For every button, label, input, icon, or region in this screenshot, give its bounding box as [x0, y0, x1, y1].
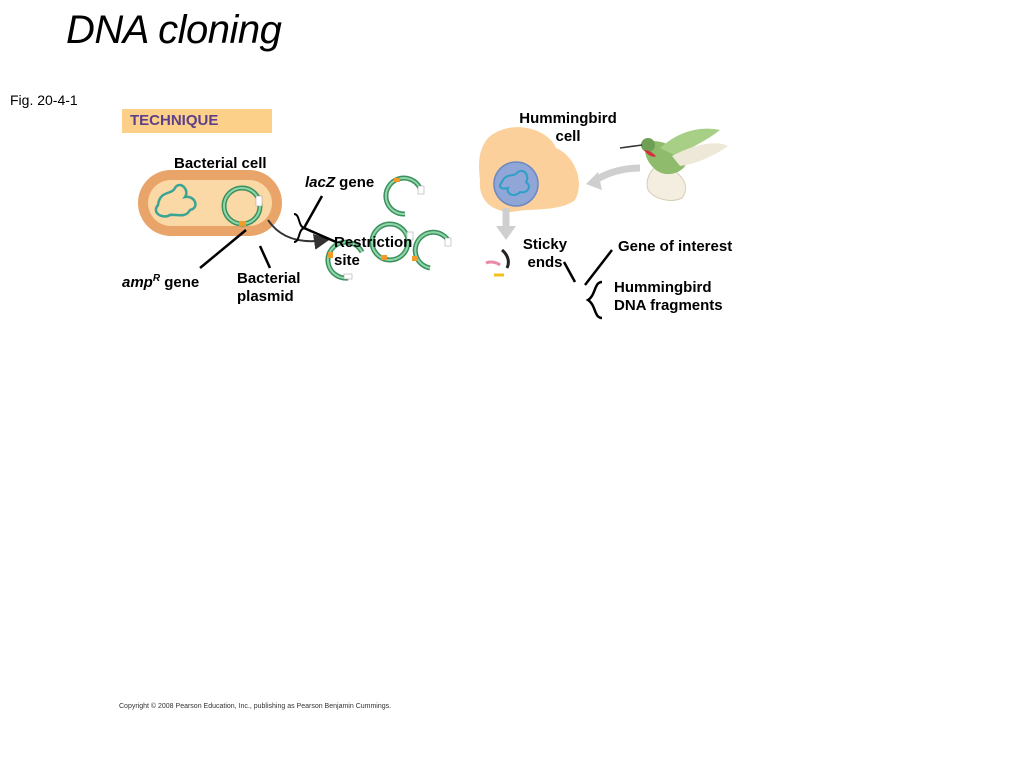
bacterial-cell	[138, 170, 282, 236]
restriction-site-mark	[239, 221, 246, 226]
plasmid-3-site	[412, 256, 418, 261]
ampr-leader-line	[199, 229, 247, 269]
plasmid-3-hl	[414, 231, 449, 269]
plasmid-2-lacz	[406, 231, 414, 241]
plasmid-4-site	[328, 252, 333, 258]
plasmid-brace	[293, 213, 308, 243]
technique-banner: TECHNIQUE	[122, 109, 272, 133]
bird-body	[645, 141, 688, 175]
label-restriction-site: Restriction site	[334, 234, 412, 270]
lacz-segment	[255, 195, 263, 207]
plasmid-4-hl	[326, 241, 363, 280]
bacterial-chromosome	[154, 183, 197, 218]
plasmid-1-site	[394, 178, 400, 182]
lacz-leader-line	[302, 195, 324, 229]
label-bacterial-cell: Bacterial cell	[174, 155, 267, 172]
technique-label: TECHNIQUE	[130, 112, 219, 129]
cell-nucleus	[493, 161, 539, 207]
label-sticky-ends: Sticky ends	[516, 236, 574, 272]
label-ampr-sup: R	[152, 273, 161, 284]
plasmid-leader-line	[258, 245, 272, 269]
plasmid-1-lacz	[417, 185, 425, 195]
bird-wing-top	[660, 128, 720, 156]
fragment-pink	[485, 260, 501, 267]
label-ampr-gene: ampR gene	[122, 270, 199, 292]
plasmid-1-hl	[384, 177, 421, 216]
label-bacterial-plasmid: Bacterial plasmid	[237, 270, 300, 306]
bird-to-cell-arrow-shaft	[594, 164, 641, 183]
label-restriction-line2: site	[334, 252, 360, 269]
plasmid-2-hl	[371, 223, 409, 261]
isolate-plasmid-arrow	[267, 219, 330, 250]
figure-label: Fig. 20-4-1	[10, 92, 78, 108]
cell-to-fragments-arrow-head	[496, 226, 516, 240]
fragment-gene-of-interest	[500, 248, 510, 269]
gene-of-interest-leader-line	[584, 249, 613, 286]
label-lacz-gene: lacZ gene	[305, 174, 374, 192]
bird-tail	[646, 164, 687, 201]
isolated-plasmids	[325, 175, 452, 281]
restriction-leader-line	[303, 226, 337, 244]
label-restriction-line1: Restriction	[334, 234, 413, 251]
label-plasmid-line1: Bacterial	[237, 270, 301, 287]
copyright-notice: Copyright © 2008 Pearson Education, Inc.…	[119, 703, 392, 710]
sticky-ends-leader-line	[562, 261, 577, 283]
label-gene-of-interest: Gene of interest	[618, 238, 733, 255]
nuclear-dna	[499, 170, 530, 196]
label-fragments-line2: DNA fragments	[614, 297, 723, 314]
label-dna-fragments: Hummingbird DNA fragments	[614, 279, 723, 315]
label-plasmid-line2: plasmid	[237, 288, 294, 305]
bird-to-cell-arrow-head	[586, 172, 602, 190]
bird-head	[641, 138, 655, 152]
label-ampr-rest: gene	[160, 274, 200, 291]
fragments-brace	[585, 280, 603, 320]
label-sticky-line2: ends	[527, 254, 563, 271]
dna-fragments	[485, 248, 510, 277]
bird-beak	[619, 144, 643, 149]
plasmid-2-site	[381, 255, 387, 260]
label-sticky-line1: Sticky	[522, 236, 568, 253]
label-hcell-line2: cell	[555, 128, 581, 145]
label-lacz-rest: gene	[335, 174, 375, 191]
label-ampr-italic: amp	[122, 274, 153, 291]
label-hummingbird-cell: Hummingbird cell	[512, 110, 624, 146]
bird-throat	[644, 150, 656, 157]
label-hcell-line1: Hummingbird	[519, 110, 617, 127]
label-fragments-line1: Hummingbird	[614, 279, 712, 296]
hummingbird-cell	[478, 127, 579, 212]
label-lacz-italic: lacZ	[305, 174, 336, 191]
plasmid-4-lacz	[343, 273, 353, 280]
hummingbird	[619, 128, 728, 201]
bird-wing-lower	[672, 143, 728, 166]
plasmid-3-lacz	[444, 237, 452, 247]
page-title: DNA cloning	[66, 8, 282, 52]
